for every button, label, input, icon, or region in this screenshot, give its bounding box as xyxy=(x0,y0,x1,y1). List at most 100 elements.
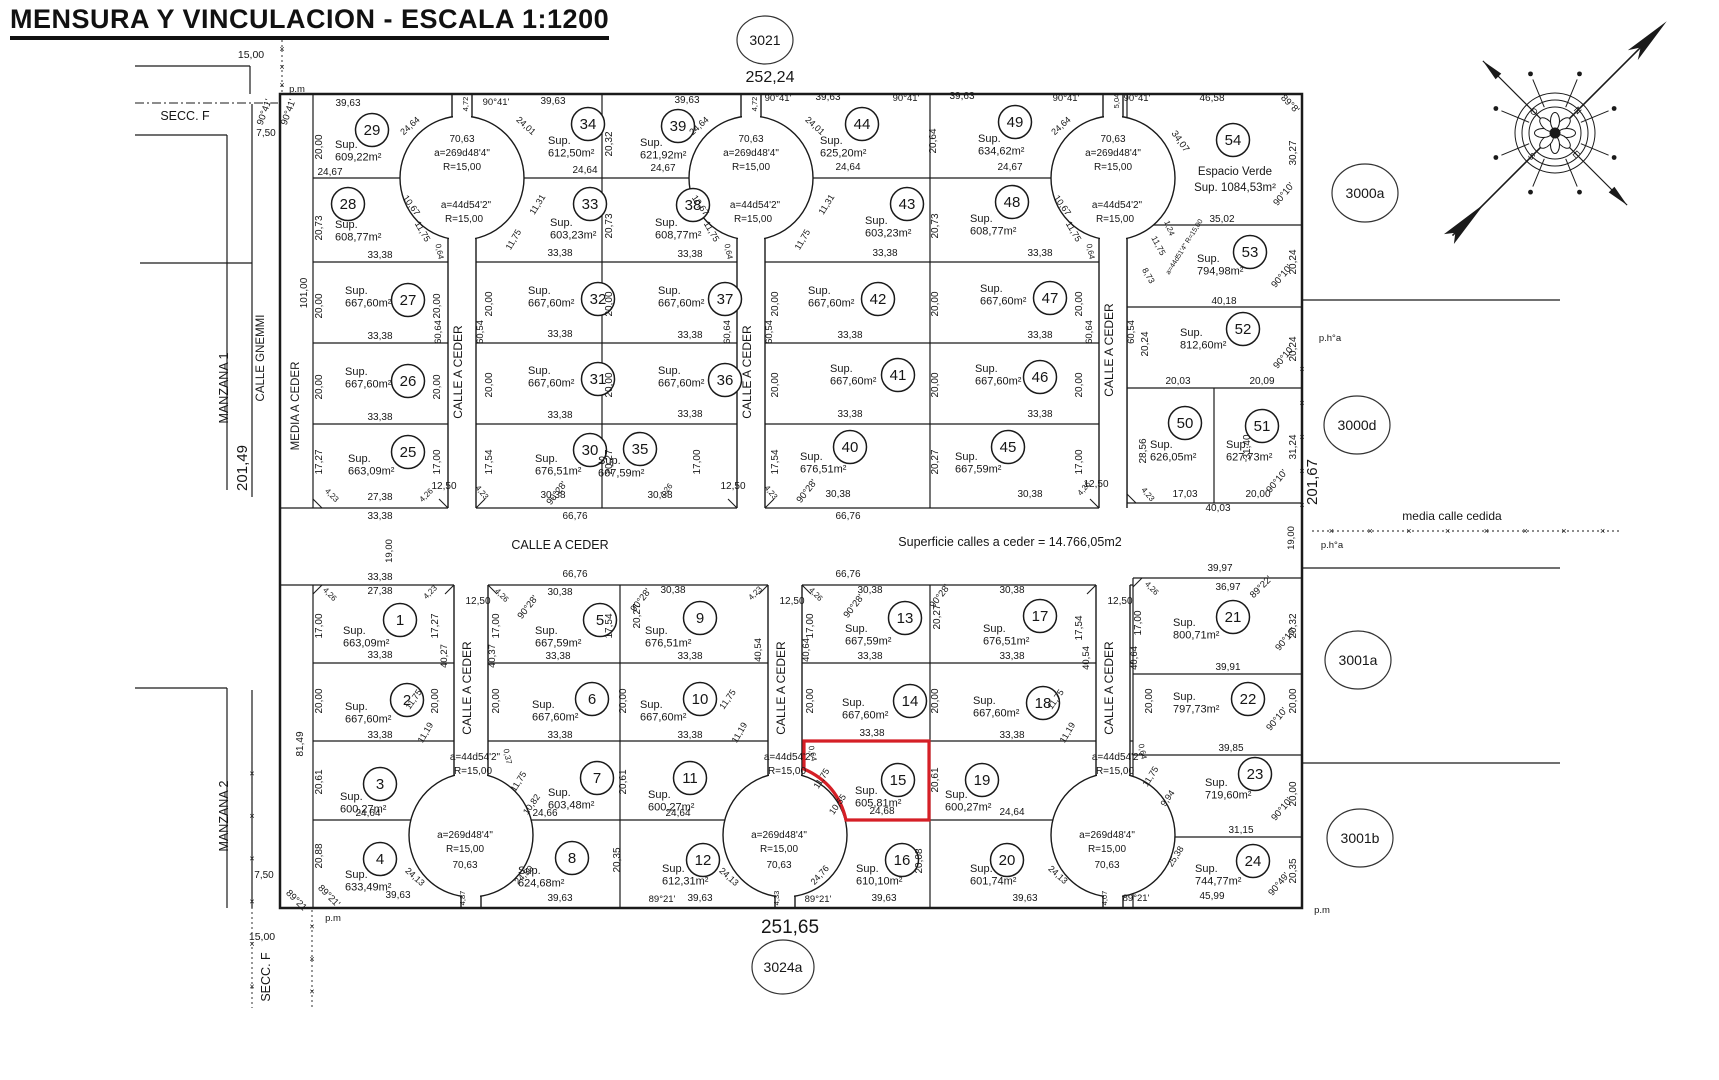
street-cul-de-sac-top-1-corridor xyxy=(448,228,476,511)
dim-label: 40,18 xyxy=(1211,296,1236,307)
dim-label: 20,27 xyxy=(932,604,943,629)
lot-6-number: 6 xyxy=(588,691,596,708)
dim-label: 20,64 xyxy=(928,128,939,153)
lot-42-number: 42 xyxy=(870,291,887,308)
lot-16-sup: Sup. xyxy=(856,863,879,875)
dim-label: 0,64 xyxy=(433,243,445,261)
dim-label: 39,63 xyxy=(385,890,410,901)
lot-33-sup: Sup. xyxy=(550,217,573,229)
lot-39-number: 39 xyxy=(670,118,687,135)
dim-label: 0,64 xyxy=(1084,243,1096,261)
dim-label: 17,00 xyxy=(432,449,443,474)
lot-47-circle xyxy=(1032,280,1068,316)
lot-46-sup: Sup. xyxy=(975,363,998,375)
lot-38-area: 608,77m² xyxy=(655,230,702,242)
corner-cut xyxy=(312,584,323,595)
lot-53-sup: Sup. xyxy=(1197,253,1220,265)
x-mark: × xyxy=(1522,526,1527,536)
dim-label: 0,37 xyxy=(501,748,513,766)
dim-label: 90°28' xyxy=(841,592,866,620)
x-mark: × xyxy=(309,954,314,964)
lot-53-number: 53 xyxy=(1242,244,1259,261)
lot-8-area: 624,68m² xyxy=(518,878,565,890)
lot-49-sup: Sup. xyxy=(978,133,1001,145)
dim-label: 70,63 xyxy=(452,860,477,871)
corner-cut xyxy=(312,498,323,509)
lot-44-area: 625,20m² xyxy=(820,148,867,160)
lot-23-circle xyxy=(1237,756,1273,792)
dim-label: 90°41' xyxy=(1124,93,1151,104)
dim-label: 24,64 xyxy=(835,162,860,173)
corner-cut xyxy=(1126,493,1137,504)
lot-24-circle xyxy=(1235,843,1271,879)
lot-14-sup: Sup. xyxy=(842,697,865,709)
lot-51-circle xyxy=(1244,408,1280,444)
dim-label: 66,76 xyxy=(562,511,587,522)
lot-7-sup: Sup. xyxy=(548,787,571,799)
lot-30-circle xyxy=(572,432,608,468)
lot-7-circle xyxy=(579,760,615,796)
lot-35-number: 35 xyxy=(632,441,649,458)
dim-label: 60,54 xyxy=(764,320,775,344)
dim-label: 27,38 xyxy=(367,586,392,597)
lot-37-number: 37 xyxy=(717,291,734,308)
dim-label: 17,54 xyxy=(604,613,615,638)
dim-label: 17,27 xyxy=(314,449,325,474)
dim-label: CALLE A CEDER xyxy=(1102,303,1116,397)
dim-label: CALLE A CEDER xyxy=(774,641,788,735)
lot-43-circle xyxy=(889,186,925,222)
lot-52-sup: Sup. xyxy=(1180,327,1203,339)
lot-9-sup: Sup. xyxy=(645,625,668,637)
street-cul-de-sac-top-3-corridor xyxy=(1099,228,1127,511)
street-cul-de-sac-bottom-3-corridor xyxy=(1096,582,1130,786)
dim-label: 90°41' xyxy=(255,98,275,127)
street-cul-de-sac-bottom-1-corridor xyxy=(454,582,488,786)
lot-35-circle xyxy=(622,431,658,467)
dim-label: 39,63 xyxy=(871,893,896,904)
dim-label: 12,50 xyxy=(720,481,745,492)
lot-38-number: 38 xyxy=(685,197,702,214)
dim-label: 90°41' xyxy=(893,93,920,104)
dim-label: 90°28' xyxy=(794,477,819,505)
lot-26-sup: Sup. xyxy=(345,366,368,378)
dim-label: 17,54 xyxy=(484,449,495,474)
dim-label: 20,32 xyxy=(604,131,615,156)
lot-39-sup: Sup. xyxy=(640,137,663,149)
dim-label: 201,67 xyxy=(1304,459,1321,505)
dim-label: 20,00 xyxy=(314,374,325,399)
dim-label: 4,33 xyxy=(772,891,781,906)
dim-label: 89°21' xyxy=(805,894,832,905)
lot-4-sup: Sup. xyxy=(345,869,368,881)
lot-52-number: 52 xyxy=(1235,321,1252,338)
dim-label: 31,24 xyxy=(1288,434,1299,459)
corner-cut xyxy=(1132,577,1143,588)
dim-label: 90°41' xyxy=(765,93,792,104)
lot-16-number: 16 xyxy=(894,852,911,869)
dim-label: 60,64 xyxy=(1084,320,1095,344)
dim-label: CALLE A CEDER xyxy=(460,641,474,735)
lot-38-sup: Sup. xyxy=(655,217,678,229)
dim-label: 33,38 xyxy=(547,730,572,741)
lot-24-number: 24 xyxy=(1245,853,1262,870)
lot-46-number: 46 xyxy=(1032,369,1049,386)
dim-label: 24,01 xyxy=(803,115,826,138)
lot-28-circle xyxy=(330,186,366,222)
dim-label: 28,56 xyxy=(1138,438,1149,463)
street-cul-de-sac-bottom-1-joint xyxy=(455,767,487,784)
lot-25-circle xyxy=(390,434,426,470)
lot-27-number: 27 xyxy=(400,292,417,309)
dim-label: 40,54 xyxy=(753,638,764,662)
lot-48-area: 608,77m² xyxy=(970,226,1017,238)
dim-label: 20,00 xyxy=(1288,688,1299,713)
dim-label: 20,24 xyxy=(1288,336,1299,361)
dim-label: 89°21' xyxy=(649,894,676,905)
parcel-ref-3001a-label: 3001a xyxy=(1339,652,1378,668)
dim-label: 12,50 xyxy=(431,481,456,492)
dim-label: 33,38 xyxy=(857,651,882,662)
dim-label: 30,27 xyxy=(1288,140,1299,165)
dim-label: 201,49 xyxy=(234,445,251,491)
lot-33-circle xyxy=(572,186,608,222)
lot-52-area: 812,60m² xyxy=(1180,340,1227,352)
lot-25-sup: Sup. xyxy=(348,453,371,465)
dim-label: p.h°a xyxy=(1321,540,1344,551)
